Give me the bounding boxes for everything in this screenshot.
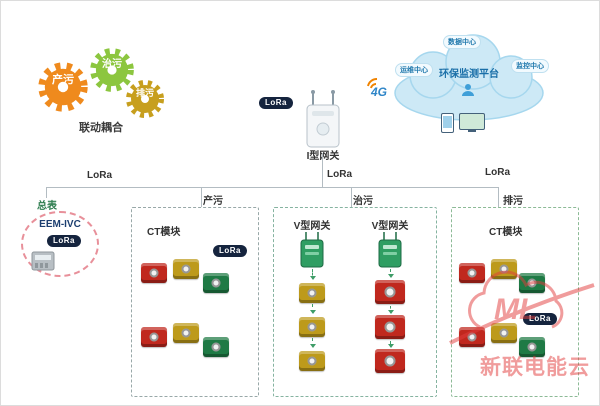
dashed-link [309, 304, 316, 314]
ct-module-icon-red [141, 327, 167, 347]
connector-bus-to-meter [46, 187, 47, 198]
bus-lora-label-center: LoRa [327, 169, 352, 180]
ct-module-icon-red [375, 280, 405, 304]
ct-module-icon-green [519, 273, 545, 293]
main-meter-caption: 总表 [37, 201, 57, 212]
gear-produce-label: 产污 [52, 74, 74, 86]
meter-device-icon [31, 251, 55, 276]
cloud-tag-data-center: 数据中心 [443, 35, 481, 49]
discharge-lora-badge: LoRa [523, 313, 557, 325]
ct-module-icon-yellow [173, 259, 199, 279]
ct-module-icon-yellow [299, 283, 325, 303]
dashed-link [309, 338, 316, 348]
connector-bus-to-treat [351, 187, 352, 207]
lora-bus-line [46, 187, 498, 188]
v-gateway-left-label: V型网关 [293, 221, 331, 232]
monitor-icon [459, 113, 485, 132]
connector-gateway-to-bus [322, 153, 323, 187]
dashed-link [387, 269, 394, 278]
discharge-ct-module-label: CT模块 [489, 227, 523, 238]
phone-icon [441, 113, 454, 133]
main-meter-group: EEM-IVC LoRa [21, 211, 99, 277]
ct-module-icon-yellow [491, 323, 517, 343]
treat-zone-box [273, 207, 437, 397]
main-meter-lora-badge: LoRa [47, 235, 81, 247]
gateway-device-icon [299, 89, 347, 158]
ct-module-icon-green [519, 337, 545, 357]
ct-module-icon-red [375, 315, 405, 339]
ct-module-icon-yellow [299, 351, 325, 371]
v-gateway-right-icon [375, 231, 405, 274]
gear-treat-label: 治污 [102, 59, 122, 70]
bus-lora-label-right: LoRa [485, 167, 510, 178]
ct-module-icon-yellow [299, 317, 325, 337]
4g-signal-icon: 4G [363, 75, 391, 104]
platform-title: 环保监测平台 [439, 69, 499, 80]
gear-discharge-label: 排污 [135, 88, 154, 98]
cloud-tag-monitor-center: 监控中心 [511, 59, 549, 73]
produce-ct-module-label: CT模块 [147, 227, 181, 238]
ct-module-icon-red [375, 349, 405, 373]
ct-module-icon-green [203, 273, 229, 293]
ct-module-icon-yellow [173, 323, 199, 343]
v-gateway-right-label: V型网关 [371, 221, 409, 232]
gateway-lora-badge: LoRa [259, 97, 293, 109]
gear-treat-icon: 治污 [89, 47, 135, 93]
cloud-tag-ops-center: 运维中心 [395, 63, 433, 77]
connector-bus-to-discharge [498, 187, 499, 207]
gear-discharge-icon: 排污 [125, 79, 165, 119]
gear-cluster-caption: 联动耦合 [79, 122, 123, 134]
ct-module-icon-yellow [491, 259, 517, 279]
treat-zone-title: 治污 [353, 196, 373, 207]
produce-lora-badge: LoRa [213, 245, 247, 257]
gear-produce-icon: 产污 [37, 61, 89, 113]
produce-zone-title: 产污 [203, 196, 223, 207]
gateway-label: I型网关 [306, 151, 340, 162]
discharge-zone-title: 排污 [503, 196, 523, 207]
connector-bus-to-produce [201, 187, 202, 207]
ct-module-icon-red [459, 263, 485, 283]
v-gateway-left-icon [297, 231, 327, 274]
user-person-icon [461, 83, 475, 102]
bus-lora-label-left: LoRa [87, 170, 112, 181]
main-meter-model: EEM-IVC [39, 219, 81, 230]
ct-module-icon-red [459, 327, 485, 347]
dashed-link [387, 306, 394, 314]
4g-signal-label: 4G [370, 85, 387, 99]
ct-module-icon-green [203, 337, 229, 357]
ct-module-icon-red [141, 263, 167, 283]
produce-zone-box [131, 207, 259, 397]
dashed-link [387, 341, 394, 348]
dashed-link [309, 269, 316, 280]
